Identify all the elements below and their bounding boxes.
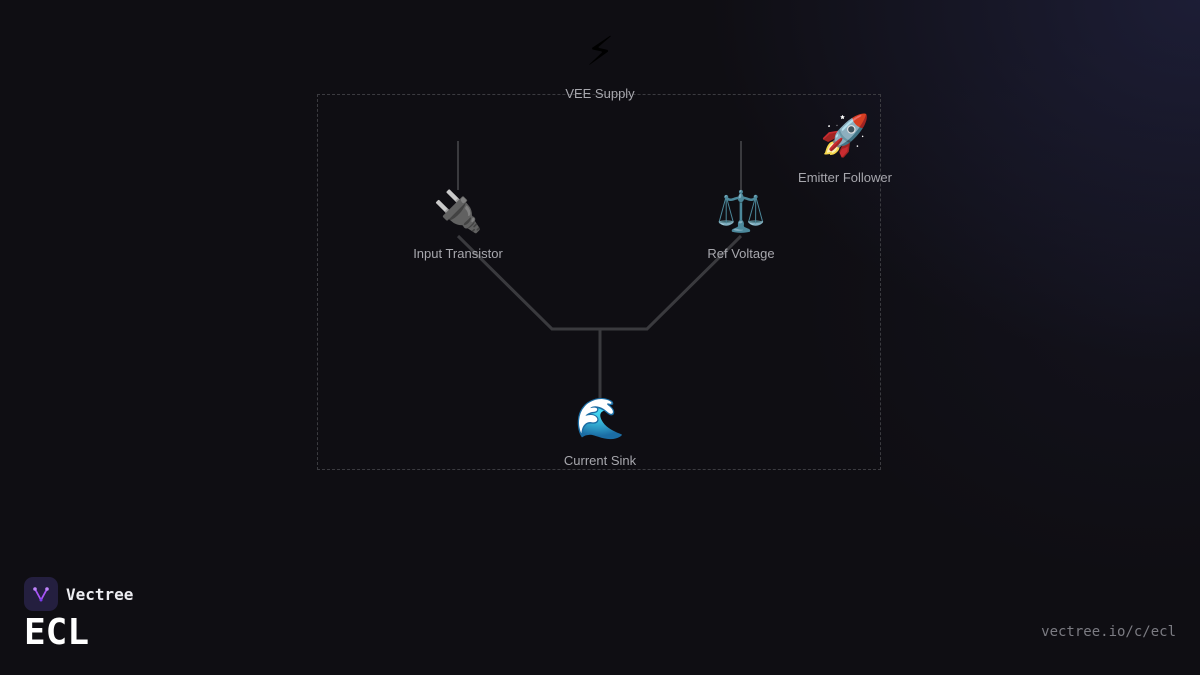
lightning-icon: ⚡ [585, 29, 615, 75]
node-label-input-transistor: Input Transistor [413, 246, 503, 261]
plug-icon: 🔌 [433, 189, 483, 235]
node-ref-voltage[interactable]: ⚖️ Ref Voltage [651, 186, 831, 261]
node-vee-supply[interactable]: ⚡ VEE Supply [510, 26, 690, 101]
page-title: ECL [24, 612, 90, 653]
brand[interactable]: Vectree [24, 577, 133, 611]
scales-icon: ⚖️ [716, 189, 766, 235]
rocket-icon: 🚀 [820, 113, 870, 159]
edge-ref-to-sink [600, 234, 743, 331]
node-input-transistor[interactable]: 🔌 Input Transistor [368, 186, 548, 261]
node-label-emitter-follower: Emitter Follower [798, 170, 892, 185]
vectree-logo-icon [24, 577, 58, 611]
node-label-current-sink: Current Sink [563, 453, 637, 468]
node-label-vee-supply: VEE Supply [565, 86, 635, 101]
node-label-ref-voltage: Ref Voltage [707, 246, 775, 261]
diagram-frame [317, 94, 881, 470]
node-current-sink[interactable]: 🌊 Current Sink [510, 393, 690, 468]
edge-input-to-sink [456, 234, 600, 331]
wave-icon: 🌊 [575, 396, 625, 442]
node-emitter-follower[interactable]: 🚀 Emitter Follower [755, 110, 935, 185]
brand-name: Vectree [66, 584, 134, 604]
footer-url-link[interactable]: vectree.io/c/ecl [1041, 624, 1176, 640]
